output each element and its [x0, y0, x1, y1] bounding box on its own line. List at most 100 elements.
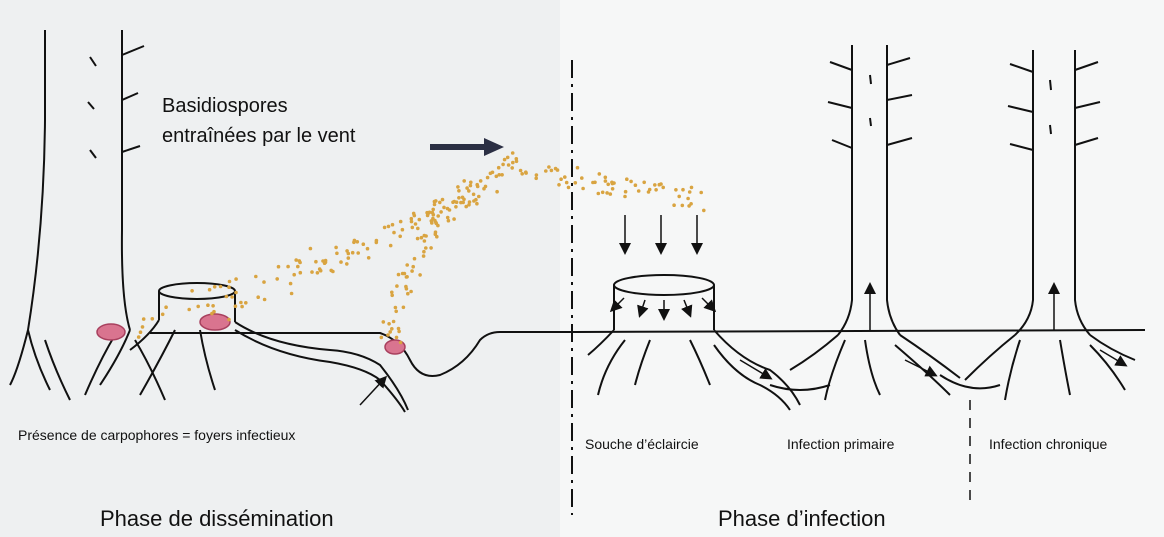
spore-dot	[254, 275, 258, 279]
spore-dot	[699, 191, 703, 195]
spore-dot	[411, 226, 415, 230]
spore-dot	[423, 239, 427, 243]
spore-dot	[208, 288, 212, 292]
spore-dot	[659, 182, 663, 186]
spore-dot	[520, 172, 524, 176]
spore-dot	[239, 301, 243, 305]
spore-dot	[605, 191, 609, 195]
spore-dot	[339, 260, 343, 264]
spore-dot	[442, 206, 446, 210]
spore-dot	[351, 251, 355, 255]
spore-dot	[501, 163, 505, 167]
spore-dot	[469, 181, 473, 185]
spore-dot	[441, 198, 445, 202]
spore-dot	[335, 252, 339, 256]
spore-dot	[459, 201, 463, 205]
spore-dot	[423, 234, 427, 238]
spore-dot	[647, 190, 651, 194]
spore-dot	[446, 207, 450, 211]
spore-dot	[413, 257, 417, 261]
spore-dot	[413, 214, 417, 218]
spore-dot	[661, 186, 665, 190]
spore-dot	[434, 199, 438, 203]
spore-dot	[392, 231, 396, 235]
spore-dot	[418, 218, 422, 222]
spore-dot	[576, 166, 580, 170]
spore-dot	[212, 310, 216, 314]
spore-dot	[395, 336, 399, 340]
spore-dot	[524, 171, 528, 175]
spore-dot	[352, 241, 356, 245]
spore-dot	[362, 242, 366, 246]
spore-dot	[234, 304, 238, 308]
spore-dot	[604, 176, 608, 180]
spore-dot	[687, 204, 691, 208]
spore-dot	[580, 176, 584, 180]
spore-dot	[565, 181, 569, 185]
spore-dot	[612, 181, 616, 185]
spore-dot	[681, 204, 685, 208]
spore-dot	[497, 166, 501, 170]
down-arrow-icon	[612, 215, 770, 378]
spore-dot	[410, 220, 414, 224]
spore-dot	[394, 310, 398, 314]
spore-dot	[550, 169, 554, 173]
spore-dot	[227, 318, 231, 322]
spore-dot	[299, 271, 303, 275]
spore-dot	[141, 325, 145, 329]
spore-dot	[511, 151, 515, 155]
spore-dot	[436, 224, 440, 228]
spore-dot	[402, 306, 406, 310]
spore-dot	[674, 188, 678, 192]
spore-dot	[414, 222, 418, 226]
spore-dot	[495, 190, 499, 194]
spore-dot	[457, 189, 461, 193]
spore-dot	[424, 246, 428, 250]
spore-dot	[292, 273, 296, 277]
spore-dot	[403, 272, 407, 276]
spore-dot	[597, 192, 601, 196]
spore-dot	[446, 216, 450, 220]
spore-dot	[392, 320, 396, 324]
spore-dot	[690, 186, 694, 190]
spore-dot	[411, 265, 415, 269]
spore-dot	[467, 189, 471, 193]
right-stump	[588, 275, 800, 410]
spore-dot	[606, 183, 610, 187]
spore-dot	[519, 169, 523, 173]
spore-dot	[462, 179, 466, 183]
carpophore-2	[200, 314, 230, 330]
spore-dot	[629, 180, 633, 184]
spore-dot	[601, 191, 605, 195]
spore-dot	[625, 177, 629, 181]
spore-dot	[387, 225, 391, 229]
spore-dot	[410, 269, 414, 273]
left-tree	[10, 30, 165, 400]
spore-dot	[244, 301, 248, 305]
spore-dot	[387, 322, 391, 326]
spore-dot	[482, 187, 486, 191]
spore-dot	[431, 208, 435, 212]
spore-dot	[316, 271, 320, 275]
right-tree	[940, 50, 1135, 400]
spore-dot	[347, 252, 351, 256]
spore-dot	[559, 177, 563, 181]
spore-dot	[399, 341, 403, 345]
spore-dot	[430, 221, 434, 225]
spore-dot	[623, 195, 627, 199]
spore-dot	[451, 200, 455, 204]
spore-dot	[230, 295, 234, 299]
spore-dot	[604, 179, 608, 183]
phase-dissemination-title: Phase de dissémination	[100, 506, 334, 531]
spore-dot	[653, 183, 657, 187]
spore-dot	[356, 251, 360, 255]
spore-dot	[386, 333, 390, 337]
spore-dot	[234, 291, 238, 295]
spore-dot	[426, 214, 430, 218]
spore-dot	[462, 198, 466, 202]
spore-dot	[401, 228, 405, 232]
spore-dot	[380, 336, 384, 340]
spore-dot	[472, 193, 476, 197]
spore-dot	[497, 173, 501, 177]
